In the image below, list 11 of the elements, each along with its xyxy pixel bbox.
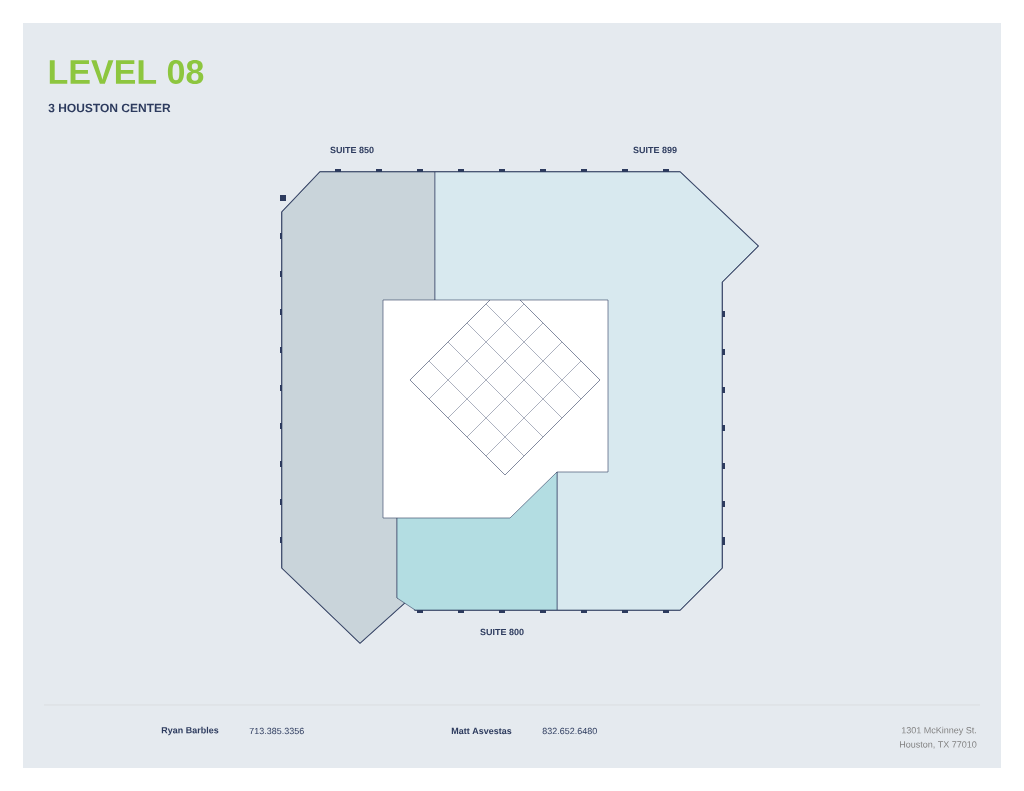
contact-name: Ryan Barbles	[161, 726, 219, 736]
contact-name: Matt Asvestas	[451, 727, 512, 735]
phone-number: 832.652.6480	[542, 727, 597, 735]
subtitle: 3 HOUSTON CENTER	[48, 103, 171, 113]
address-line: 1301 McKinney St.	[901, 726, 976, 736]
node-label: SUITE 800	[480, 628, 524, 636]
phone-number: 713.385.3356	[249, 727, 304, 735]
node-label: SUITE 899	[633, 146, 677, 154]
address-line: Houston, TX 77010	[900, 741, 977, 749]
node-label: SUITE 850	[330, 146, 374, 154]
title: LEVEL 08	[49, 59, 204, 85]
